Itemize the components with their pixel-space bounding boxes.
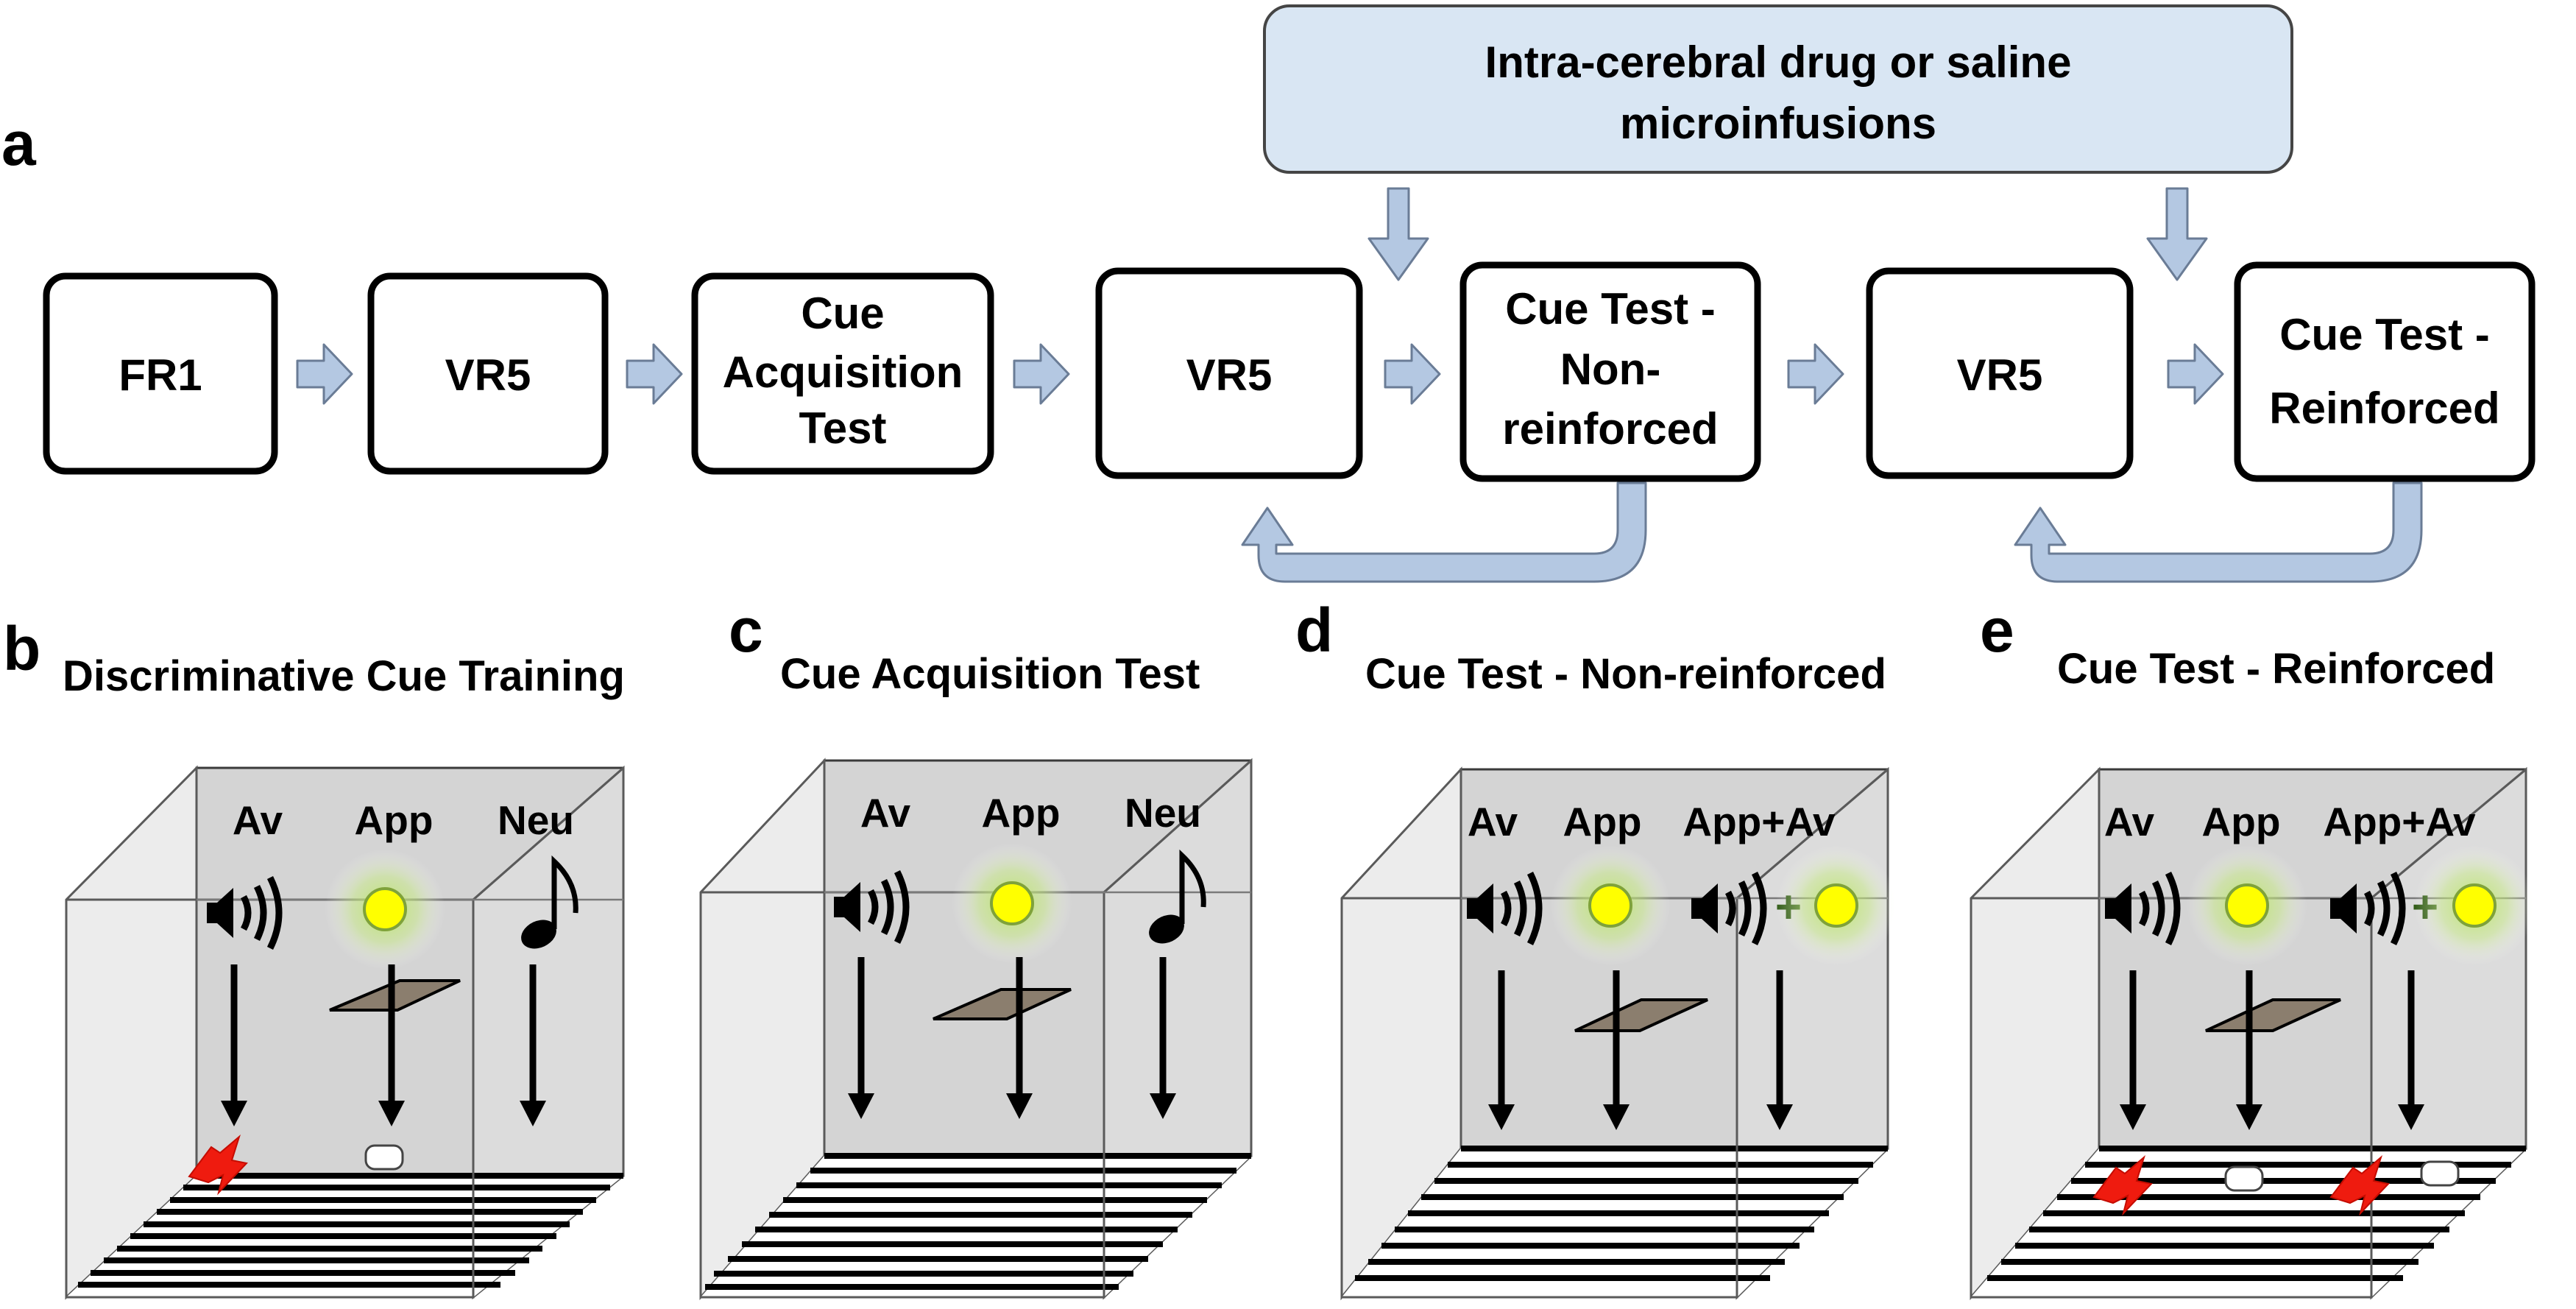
- infusion-box: Intra-cerebral drug or saline microinfus…: [1263, 4, 2293, 174]
- svg-text:Non-: Non-: [1560, 345, 1661, 394]
- svg-text:VR5: VR5: [445, 350, 531, 400]
- infusion-down-arrow-1: [1367, 187, 1429, 281]
- light-icon: [1814, 883, 1858, 928]
- down-arrow-icon: [848, 957, 1176, 1119]
- box-fr1: FR1: [43, 272, 278, 475]
- box-vr5-1: VR5: [367, 272, 609, 475]
- music-note-icon: [521, 855, 578, 949]
- light-icon: [990, 881, 1034, 925]
- panel-e-label: e: [1980, 596, 2014, 665]
- cue-label-e-1: Av: [2104, 799, 2155, 844]
- box-vr5-2: VR5: [1095, 267, 1363, 479]
- light-icon: [2225, 883, 2269, 928]
- svg-text:reinforced: reinforced: [1502, 404, 1718, 454]
- svg-text:Cue Test -: Cue Test -: [1505, 284, 1716, 334]
- chamber-c: [699, 758, 1253, 1300]
- svg-text:Cue: Cue: [801, 289, 884, 338]
- svg-text:VR5: VR5: [1186, 350, 1273, 400]
- panel-b-title: Discriminative Cue Training: [63, 652, 625, 700]
- panel-c-label: c: [729, 596, 763, 665]
- light-icon: [1588, 883, 1632, 928]
- down-arrow-icon: [221, 964, 546, 1126]
- cue-label-b-3: Neu: [498, 797, 574, 843]
- lever-icon: [933, 988, 1072, 1020]
- loop-arrow-2: [2014, 481, 2423, 583]
- cue-label-c-1: Av: [860, 790, 911, 836]
- light-icon: [363, 887, 407, 931]
- flow-arrows: [296, 343, 2224, 405]
- cue-label-c-3: Neu: [1125, 790, 1201, 836]
- cue-label-e-2: App: [2202, 799, 2281, 844]
- grid-floor: [78, 1173, 623, 1288]
- box-cue-acquisition-test: Cue Acquisition Test: [691, 272, 994, 475]
- panel-a-label: a: [1, 109, 37, 178]
- light-icon: [2452, 883, 2497, 928]
- pellet-icon: [2420, 1160, 2460, 1187]
- cue-label-c-2: App: [982, 790, 1061, 836]
- panel-b-label: b: [3, 614, 40, 683]
- svg-text:VR5: VR5: [1957, 350, 2043, 400]
- infusion-text-line1: Intra-cerebral drug or saline: [1485, 38, 2072, 87]
- svg-text:FR1: FR1: [118, 350, 202, 400]
- svg-text:Cue Test -: Cue Test -: [2279, 310, 2490, 359]
- infusion-text-line2: microinfusions: [1620, 99, 1936, 148]
- svg-text:Test: Test: [799, 403, 887, 453]
- panel-d-title: Cue Test - Non-reinforced: [1365, 650, 1886, 698]
- cue-label-b-1: Av: [233, 797, 283, 843]
- box-vr5-3: VR5: [1866, 267, 2134, 479]
- down-arrow-icon: [2120, 970, 2424, 1130]
- loop-arrow-1: [1241, 481, 1647, 583]
- cue-label-d-1: Av: [1468, 799, 1518, 844]
- box-cue-test-non-reinforced: Cue Test - Non- reinforced: [1459, 261, 1761, 482]
- svg-text:Reinforced: Reinforced: [2269, 384, 2499, 433]
- cue-label-d-2: App: [1563, 799, 1642, 844]
- grid-floor: [705, 1153, 1251, 1290]
- cue-label-b-2: App: [355, 797, 434, 843]
- down-arrow-icon: [1488, 970, 1793, 1130]
- grid-floor: [1355, 1146, 1888, 1281]
- panel-c-title: Cue Acquisition Test: [780, 650, 1200, 698]
- pellet-icon: [2224, 1165, 2264, 1192]
- panel-e-title: Cue Test - Reinforced: [2057, 645, 2495, 693]
- svg-text:Acquisition: Acquisition: [723, 347, 963, 397]
- infusion-down-arrow-2: [2146, 187, 2208, 281]
- cue-label-d-3: App+Av: [1682, 799, 1836, 844]
- pellet-icon: [364, 1144, 404, 1171]
- panel-d-label: d: [1295, 596, 1333, 665]
- box-cue-test-reinforced: Cue Test - Reinforced: [2234, 261, 2536, 482]
- music-note-icon: [1149, 849, 1206, 944]
- cue-label-e-3: App+Av: [2323, 799, 2476, 844]
- chamber-b: [65, 765, 625, 1300]
